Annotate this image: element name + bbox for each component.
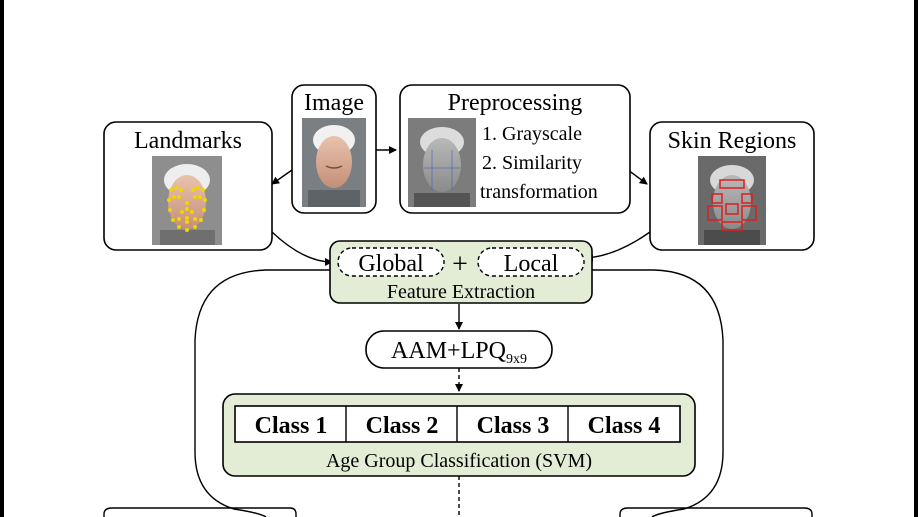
preprocessing-box: Preprocessing 1. Grayscale 2. Similarity… — [399, 84, 631, 214]
preprocessing-face-thumbnail — [408, 118, 476, 207]
arrow-skin-to-local — [585, 231, 651, 262]
preprocessing-step-1: 1. Grayscale — [482, 123, 582, 145]
connectors — [103, 146, 813, 517]
class-cell-4: Class 4 — [588, 413, 661, 439]
class-cell-2: Class 2 — [366, 413, 439, 439]
aam-lpq-node: AAM+LPQ9x9 — [365, 330, 553, 369]
arrow-landmarks-to-global — [271, 231, 333, 266]
bottom-right-box-edge — [619, 507, 813, 517]
branch-right — [592, 269, 724, 517]
image-title: Image — [304, 90, 364, 116]
skin-regions-box: Skin Regions — [649, 121, 815, 251]
preprocessing-title: Preprocessing — [448, 90, 583, 116]
image-face-thumbnail — [302, 118, 366, 207]
class-cell-1: Class 1 — [255, 413, 328, 439]
preprocessing-step-2-cont: transformation — [480, 181, 598, 203]
local-chip — [477, 247, 585, 277]
classification-caption: Age Group Classification (SVM) — [326, 450, 592, 472]
feature-extraction-panel: Global + Local Feature Extraction — [329, 240, 593, 304]
landmarks-title: Landmarks — [134, 128, 242, 154]
arrow-preprocessing-to-skin — [627, 169, 648, 185]
bottom-left-box-edge — [103, 507, 297, 517]
pipeline-diagram: Landmarks — [103, 84, 815, 517]
plus-sign: + — [452, 249, 468, 280]
skin-regions-title: Skin Regions — [668, 128, 797, 154]
aam-lpq-label: AAM+LPQ9x9 — [391, 338, 527, 367]
image-box: Image — [291, 84, 377, 214]
preprocessing-step-2: 2. Similarity — [482, 152, 582, 174]
skin-regions-face-thumbnail — [698, 156, 766, 245]
branch-left — [194, 269, 330, 517]
local-label: Local — [504, 251, 559, 277]
classification-panel: Class 1 Class 2 Class 3 Class 4 Age Grou… — [222, 393, 696, 477]
global-chip — [337, 247, 445, 277]
feature-extraction-caption: Feature Extraction — [387, 281, 535, 303]
class-cell-3: Class 3 — [477, 413, 550, 439]
landmarks-box: Landmarks — [103, 121, 273, 251]
arrow-image-to-landmarks — [271, 169, 293, 185]
skin-region-boxes — [707, 179, 757, 231]
landmark-points — [167, 186, 207, 232]
landmarks-face-thumbnail — [152, 156, 222, 245]
diagram-page: Landmarks — [4, 0, 914, 517]
global-label: Global — [358, 251, 424, 277]
